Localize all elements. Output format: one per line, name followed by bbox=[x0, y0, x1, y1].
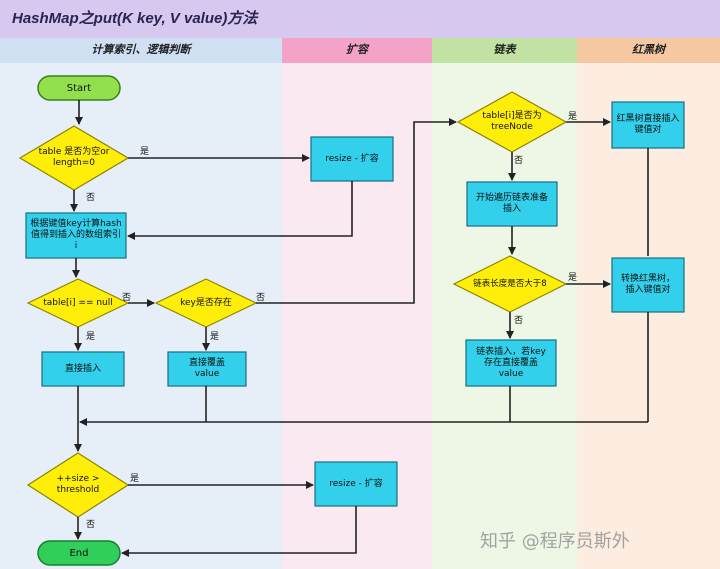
no-label-key: 否 bbox=[256, 293, 266, 303]
no-label-size: 否 bbox=[86, 520, 96, 530]
no-label-table: 否 bbox=[86, 193, 96, 203]
insert-direct-box bbox=[41, 351, 125, 387]
yes-label-len: 是 bbox=[568, 273, 578, 283]
resize-label-1: resize - 扩容 bbox=[325, 153, 379, 164]
overwrite-label: 直接覆盖value bbox=[188, 358, 225, 379]
resize-label-2: resize - 扩容 bbox=[329, 478, 383, 489]
insert-direct-label: 直接插入 bbox=[64, 363, 101, 374]
yes-label-size: 是 bbox=[130, 474, 140, 484]
start-label: Start bbox=[66, 82, 92, 94]
rbtree-insert-label: 红黑树直接插入键值对 bbox=[616, 114, 680, 135]
lane-header-tree: 红黑树 bbox=[577, 38, 720, 63]
is-treenode-label: table[i]是否为treeNode bbox=[482, 111, 542, 132]
list-insert-label: 链表插入，若key存在直接覆盖value bbox=[476, 346, 546, 379]
list-insert-box bbox=[465, 339, 557, 387]
convert-tree-label: 转换红黑树，插入键值对 bbox=[620, 274, 675, 295]
edge-resize2-to-end bbox=[121, 506, 357, 557]
yes-label-table: 是 bbox=[140, 147, 150, 157]
resize-box-1 bbox=[310, 136, 394, 182]
yes-label-treenode: 是 bbox=[568, 112, 578, 122]
yes-label-null: 是 bbox=[86, 332, 96, 342]
edge-key-no-treenode bbox=[256, 118, 457, 304]
yes-label-key: 是 bbox=[210, 332, 220, 342]
edge-resize-to-calc bbox=[127, 181, 353, 240]
no-label-treenode: 否 bbox=[514, 156, 524, 166]
key-exists-label: key是否存在 bbox=[180, 297, 232, 308]
overwrite-box bbox=[167, 351, 247, 387]
table-i-null-label: table[i] == null bbox=[43, 297, 113, 308]
list-len-label: 链表长度是否大于8 bbox=[473, 278, 547, 289]
no-label-null: 否 bbox=[122, 293, 132, 303]
calc-hash-label: 根据键值key计算hash值得到插入的数组索引i bbox=[30, 219, 122, 251]
end-label: End bbox=[69, 547, 89, 559]
resize-box-2 bbox=[314, 461, 398, 507]
diagram-title: HashMap之put(K key, V value)方法 bbox=[12, 10, 258, 27]
table-empty-label: table 是否为空or length=0 bbox=[38, 147, 110, 168]
no-label-len: 否 bbox=[514, 316, 524, 326]
rbtree-insert-box bbox=[611, 101, 685, 149]
size-threshold-label: ++size > threshold bbox=[56, 474, 100, 495]
watermark-text: 知乎 @程序员斯外 bbox=[480, 531, 630, 552]
lane-header-list: 链表 bbox=[432, 38, 578, 63]
traverse-list-box bbox=[466, 181, 558, 227]
traverse-list-label: 开始遍历链表准备插入 bbox=[475, 193, 548, 214]
lane-header-index: 计算索引、逻辑判断 bbox=[0, 38, 283, 63]
end-node bbox=[37, 540, 121, 566]
calc-hash-box bbox=[25, 212, 127, 259]
